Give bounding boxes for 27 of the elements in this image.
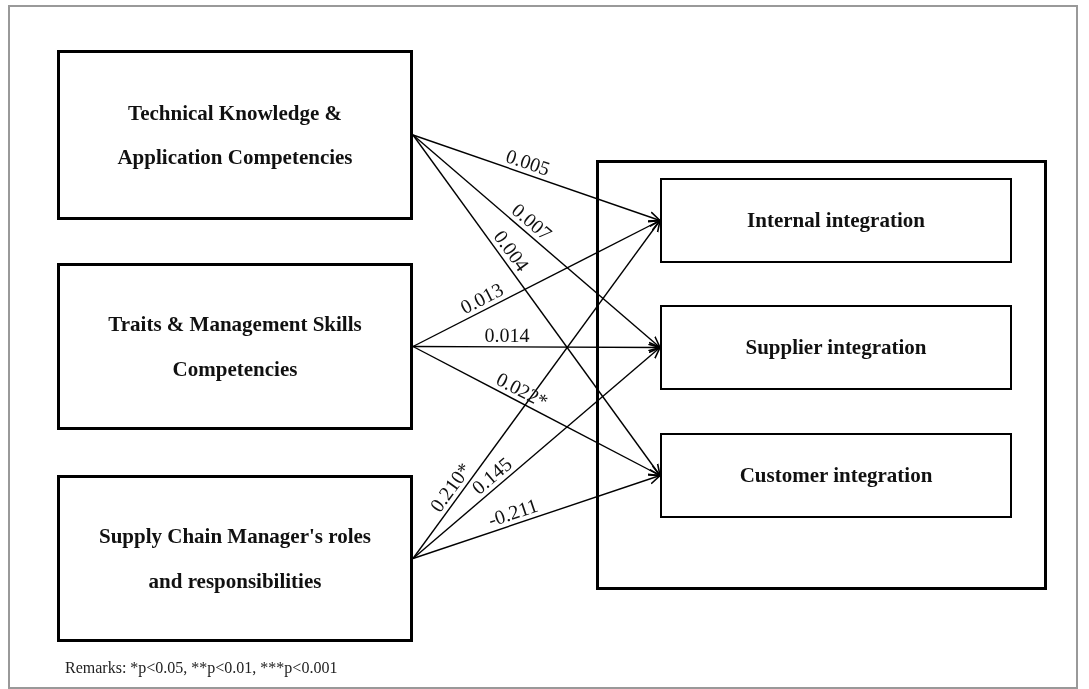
- edge-label: -0.211: [485, 494, 542, 531]
- concept-box: [660, 178, 1012, 263]
- concept-box: [660, 433, 1012, 518]
- edge-label: 0.013: [455, 277, 508, 319]
- box-label: Traits & Management Skills Competencies: [107, 311, 363, 383]
- group-box: [596, 160, 1047, 590]
- arrow: [412, 134, 661, 349]
- box-label: Supplier integration: [744, 333, 928, 361]
- box-label: Supply Chain Manager's roles and responsibilities: [97, 523, 373, 595]
- arrow: [412, 473, 661, 560]
- arrow: [412, 219, 661, 348]
- edge-label: 0.022*: [491, 367, 553, 413]
- box-label: Customer integration: [738, 461, 934, 489]
- arrow: [412, 341, 661, 354]
- arrow: [412, 345, 661, 477]
- remarks-note: Remarks: *p<0.05, **p<0.01, ***p<0.001: [65, 659, 338, 677]
- arrow: [412, 134, 661, 223]
- box-label: Internal integration: [746, 206, 926, 234]
- box-label: Technical Knowledge & Application Competencies: [116, 99, 354, 171]
- concept-box: [57, 263, 413, 430]
- concept-box: [660, 305, 1012, 390]
- arrow: [412, 134, 661, 477]
- concept-box: [57, 50, 413, 220]
- edge-label: 0.014: [483, 324, 531, 345]
- edge-label: 0.005: [502, 144, 554, 180]
- concept-box: [57, 475, 413, 642]
- arrow: [412, 346, 661, 560]
